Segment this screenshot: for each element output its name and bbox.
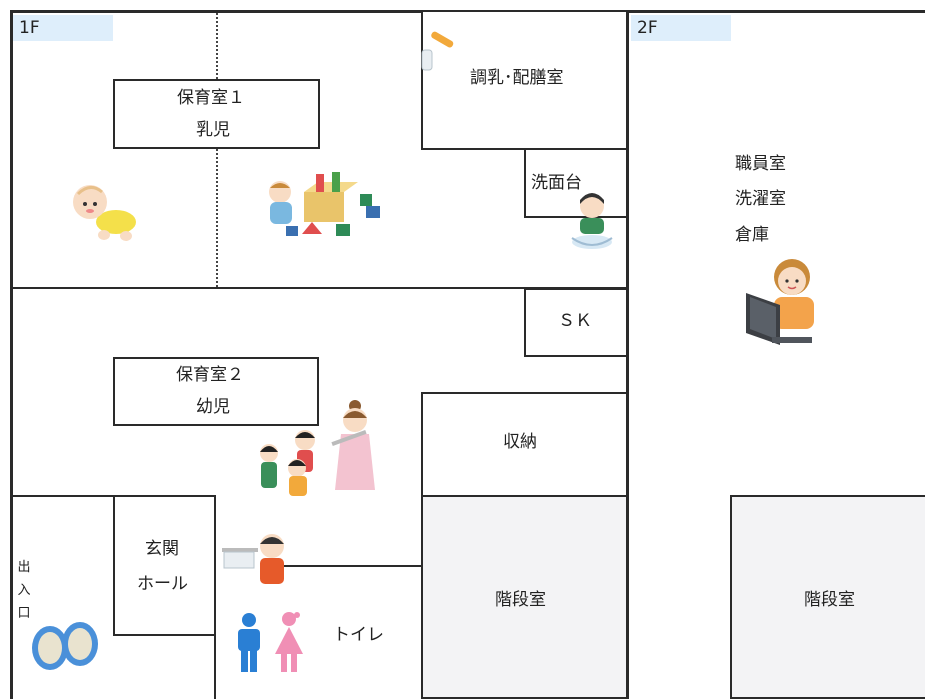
label-shokuin: 職員室 xyxy=(735,154,786,174)
teacher-with-children-icon xyxy=(260,400,375,496)
room-sk xyxy=(524,288,628,357)
floor-tag-1f: 1F xyxy=(13,15,113,41)
room-genkan xyxy=(113,495,216,636)
label-sentaku: 洗濯室 xyxy=(735,189,786,209)
child-washing-icon xyxy=(571,193,613,249)
baby-crawling-icon xyxy=(73,185,136,241)
child-washing-hands-icon xyxy=(222,534,284,584)
room-kaidan-2f xyxy=(730,495,925,699)
label-hoiku1-sub: 乳児 xyxy=(196,120,230,140)
label-souko: 倉庫 xyxy=(735,225,769,245)
label-deiriguchi-1: 出 xyxy=(17,560,31,575)
partition-1f-horizontal xyxy=(10,287,628,289)
staff-at-laptop-icon xyxy=(746,259,814,345)
partition-toilet-top xyxy=(282,565,422,567)
label-shuno: 収納 xyxy=(503,432,537,452)
girl-toilet-icon xyxy=(275,612,303,672)
boy-toilet-icon xyxy=(238,613,260,672)
floor-tag-2f: 2F xyxy=(631,15,731,41)
outer-wall-top-2f xyxy=(628,10,925,13)
label-chonyu: 調乳･配膳室 xyxy=(470,68,564,88)
room-kaidan-1f xyxy=(421,495,628,699)
child-with-blocks-icon xyxy=(269,172,380,236)
label-deiriguchi-2: 入 xyxy=(17,583,31,598)
label-toilet: トイレ xyxy=(333,625,384,645)
outer-wall-left xyxy=(10,10,13,699)
label-deiriguchi-3: 口 xyxy=(17,606,31,621)
bottle-icon xyxy=(421,31,454,71)
outer-wall-top-1f xyxy=(10,10,628,13)
shoes-icon xyxy=(32,622,98,670)
label-kaidan-1f: 階段室 xyxy=(495,590,546,610)
label-kaidan-2f: 階段室 xyxy=(804,590,855,610)
label-genkan-2: ホール xyxy=(137,574,188,594)
label-hoiku2-sub: 幼児 xyxy=(196,397,230,417)
label-hoiku1-name: 保育室１ xyxy=(177,88,245,108)
room-senmen xyxy=(524,148,628,218)
sign-hoiku2 xyxy=(113,357,319,426)
label-senmen: 洗面台 xyxy=(531,173,582,193)
sign-hoiku1 xyxy=(113,79,320,149)
label-hoiku2-name: 保育室２ xyxy=(176,365,244,385)
dotted-divider xyxy=(216,13,218,287)
label-sk: ＳＫ xyxy=(558,311,592,331)
label-genkan-1: 玄関 xyxy=(145,539,179,559)
